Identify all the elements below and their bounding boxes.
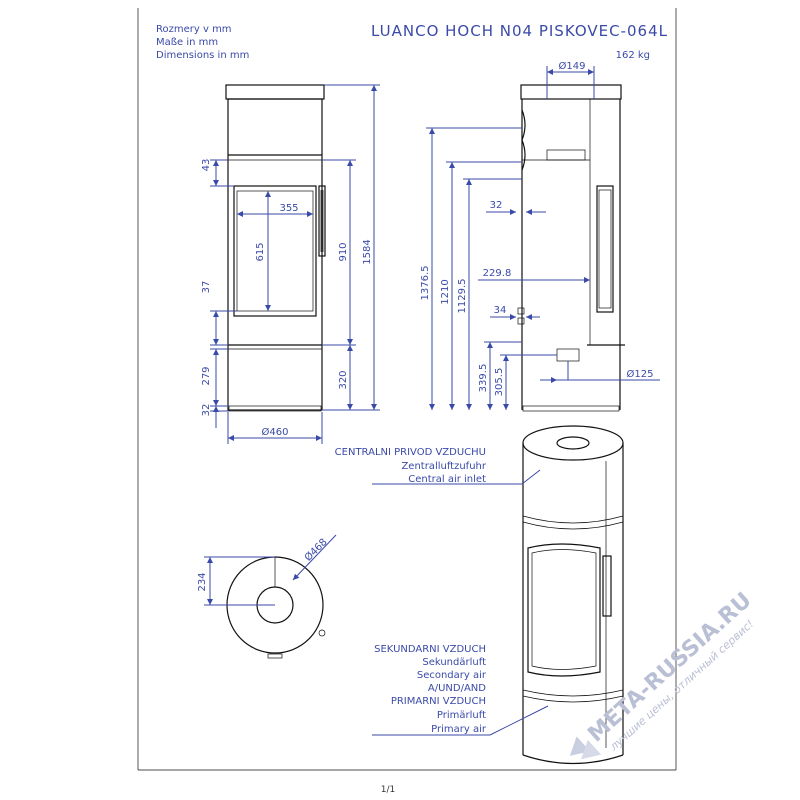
primary-air-label-cz: PRIMARNI VZDUCH xyxy=(391,696,486,707)
sheet-frame xyxy=(137,8,677,771)
dim-305-5: 305.5 xyxy=(494,368,505,397)
dim-34: 34 xyxy=(494,305,507,316)
dim-1129-5: 1129.5 xyxy=(457,279,468,314)
isometric-view xyxy=(522,425,624,765)
central-air-label-cz: CENTRALNI PRIVOD VZDUCHU xyxy=(335,447,486,458)
weight-label: 162 kg xyxy=(616,50,650,61)
primary-air-label-en: Primary air xyxy=(431,724,487,735)
dim-320: 320 xyxy=(338,370,349,389)
secondary-air-label-en: Secondary air xyxy=(417,670,487,681)
top-view xyxy=(226,556,326,659)
dim-1376-5: 1376.5 xyxy=(420,266,431,301)
side-dimensions: Ø149 1376.5 1210 1129.5 32 229.8 34 339.… xyxy=(420,60,660,410)
dim-1584: 1584 xyxy=(362,239,373,264)
dim-910: 910 xyxy=(338,242,349,261)
front-view xyxy=(225,84,326,412)
and-label: A/UND/AND xyxy=(428,683,486,694)
secondary-air-label-de: Sekundärluft xyxy=(422,657,486,668)
primary-air-label-de: Primärluft xyxy=(437,710,486,721)
dim-32-front: 32 xyxy=(201,404,212,417)
side-view xyxy=(517,84,625,412)
watermark-brand: META-RUSSIA.RU xyxy=(583,588,756,748)
central-air-label-en: Central air inlet xyxy=(408,474,486,485)
dim-diameter-125: Ø125 xyxy=(627,368,654,380)
secondary-air-label-cz: SEKUNDARNI VZDUCH xyxy=(374,644,486,655)
dim-355: 355 xyxy=(279,203,298,214)
air-supply-callout: SEKUNDARNI VZDUCH Sekundärluft Secondary… xyxy=(372,644,549,736)
front-dimensions: 43 355 615 910 1584 37 279 320 32 Ø460 xyxy=(201,84,380,444)
dim-234: 234 xyxy=(197,572,208,591)
dim-339-5: 339.5 xyxy=(478,364,489,393)
dim-diameter-149: Ø149 xyxy=(559,60,586,72)
model-title: LUANCO HOCH N04 PISKOVEC-064L xyxy=(371,22,668,40)
watermark-slogan: лучшие цены, отличный сервис! xyxy=(607,617,757,754)
dim-diameter-468: Ø468 xyxy=(302,536,330,564)
dim-32-side: 32 xyxy=(490,200,503,211)
watermark: META-RUSSIA.RU лучшие цены, отличный сер… xyxy=(569,588,757,760)
top-dimensions: 234 Ø468 xyxy=(197,534,337,606)
units-line-en: Dimensions in mm xyxy=(156,50,249,61)
central-air-callout: CENTRALNI PRIVOD VZDUCHU Zentralluftzufu… xyxy=(335,447,541,485)
dim-37: 37 xyxy=(201,281,212,294)
units-line-de: Maße in mm xyxy=(156,37,218,48)
units-note: Rozmery v mm Maße in mm Dimensions in mm xyxy=(156,24,249,61)
dim-diameter-460: Ø460 xyxy=(262,426,289,438)
page-number: 1/1 xyxy=(381,785,395,795)
dim-1210: 1210 xyxy=(440,279,451,304)
dim-43: 43 xyxy=(201,159,212,172)
units-line-cz: Rozmery v mm xyxy=(156,24,232,35)
dim-279: 279 xyxy=(201,366,212,385)
dim-229-8: 229.8 xyxy=(483,268,512,279)
watermark-logo-icon xyxy=(569,736,602,760)
central-air-label-de: Zentralluftzufuhr xyxy=(401,461,486,472)
dim-615: 615 xyxy=(255,242,266,261)
